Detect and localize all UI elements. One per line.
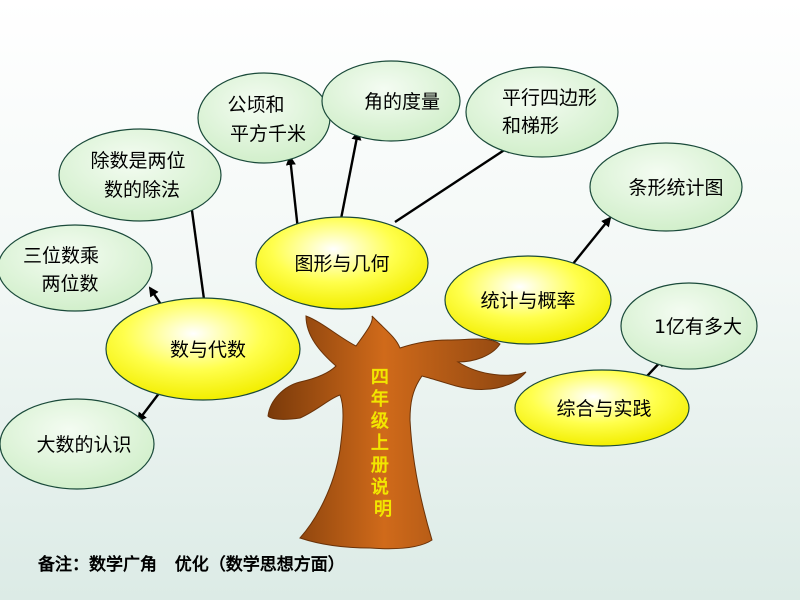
node-label: 1亿有多大	[654, 316, 742, 338]
tree-trunk	[267, 315, 527, 550]
node-label: 综合与实践	[556, 398, 651, 420]
node-label: 角的度量	[364, 91, 440, 113]
node-label: 三位数乘 两位数	[23, 245, 105, 295]
node-pingxing: 平行四边形 和梯形	[465, 66, 619, 158]
node-sanwei: 三位数乘 两位数	[0, 224, 153, 312]
arrow-to-pingxing	[394, 143, 514, 224]
node-tiaoxing: 条形统计图	[589, 142, 743, 232]
node-zonghe: 综合与实践	[514, 369, 690, 447]
node-label: 数与代数	[170, 339, 246, 361]
node-label: 大数的认识	[36, 434, 131, 456]
node-jiao: 角的度量	[321, 60, 461, 142]
node-label: 图形与几何	[294, 253, 389, 275]
node-gongqing: 公顷和 平方千米	[197, 72, 331, 164]
arrow-to-chushu	[186, 194, 208, 315]
node-label: 除数是两位 数的除法	[90, 150, 191, 201]
node-label: 平行四边形 和梯形	[502, 87, 603, 137]
arrow-to-daishu-renshi	[136, 391, 161, 423]
node-daishu-renshi: 大数的认识	[0, 398, 155, 490]
node-label: 公顷和 平方千米	[227, 94, 306, 145]
node-tongji: 统计与概率	[444, 255, 612, 345]
footnote: 备注：数学广角 优化（数学思想方面）	[38, 555, 345, 575]
arrow-to-gongqing	[285, 155, 300, 231]
node-shuyudaishu: 数与代数	[105, 297, 301, 401]
node-tuxing: 图形与几何	[255, 216, 429, 310]
arrow-to-jiao	[338, 130, 362, 225]
node-label: 条形统计图	[628, 177, 723, 199]
node-chushu: 除数是两位 数的除法	[58, 128, 222, 222]
node-label: 统计与概率	[480, 290, 575, 312]
node-yiyi: 1亿有多大	[620, 282, 758, 370]
trunk-label: 四 年 级 上 册 说 明	[371, 367, 395, 520]
